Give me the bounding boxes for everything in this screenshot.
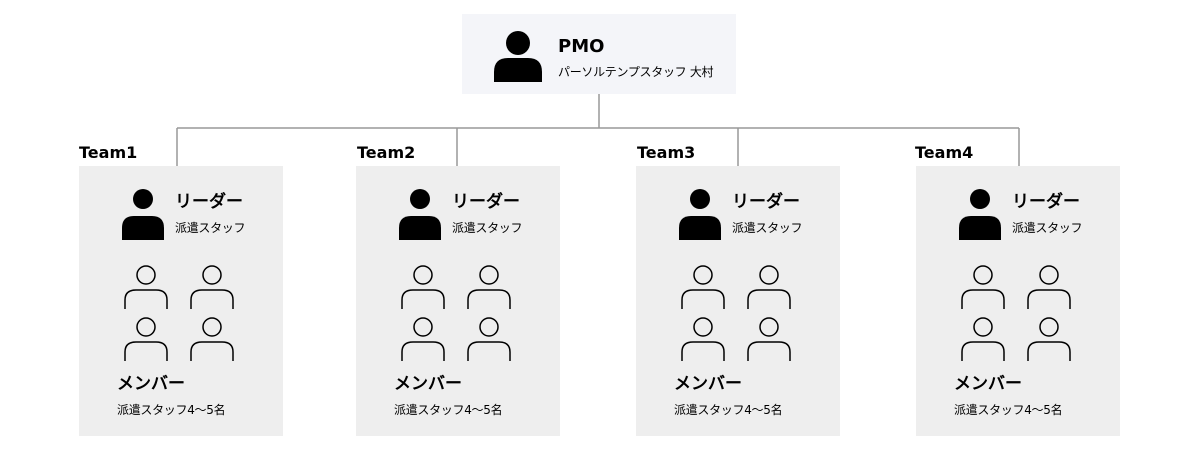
member-subtitle: 派遣スタッフ4～5名	[674, 403, 783, 417]
person-outline-icon	[1027, 317, 1071, 361]
team-box-1: リーダー 派遣スタッフ メンバー 派遣スタッフ4～5名	[79, 166, 283, 436]
team-box-2: リーダー 派遣スタッフ メンバー 派遣スタッフ4～5名	[356, 166, 560, 436]
person-filled-icon	[494, 31, 542, 82]
leader-title: リーダー	[1012, 192, 1080, 212]
person-outline-icon	[961, 317, 1005, 361]
person-outline-icon	[401, 265, 445, 309]
person-filled-icon	[679, 189, 721, 240]
person-outline-icon	[681, 317, 725, 361]
member-subtitle: 派遣スタッフ4～5名	[954, 403, 1063, 417]
member-title: メンバー	[117, 374, 185, 394]
person-outline-icon	[190, 265, 234, 309]
member-title: メンバー	[954, 374, 1022, 394]
team-box-3: リーダー 派遣スタッフ メンバー 派遣スタッフ4～5名	[636, 166, 840, 436]
person-outline-icon	[681, 265, 725, 309]
person-outline-icon	[1027, 265, 1071, 309]
person-filled-icon	[122, 189, 164, 240]
member-subtitle: 派遣スタッフ4～5名	[117, 403, 226, 417]
member-title: メンバー	[674, 374, 742, 394]
leader-subtitle: 派遣スタッフ	[452, 221, 523, 235]
leader-subtitle: 派遣スタッフ	[1012, 221, 1083, 235]
person-outline-icon	[190, 317, 234, 361]
team-label-3: Team3	[637, 143, 696, 162]
leader-title: リーダー	[452, 192, 520, 212]
member-title: メンバー	[394, 374, 462, 394]
person-outline-icon	[467, 317, 511, 361]
pmo-node: PMO パーソルテンプスタッフ 大村	[462, 14, 736, 94]
pmo-title: PMO	[558, 36, 605, 57]
leader-title: リーダー	[175, 192, 243, 212]
member-subtitle: 派遣スタッフ4～5名	[394, 403, 503, 417]
team-label-4: Team4	[915, 143, 974, 162]
person-outline-icon	[124, 265, 168, 309]
person-outline-icon	[747, 317, 791, 361]
team-label-2: Team2	[357, 143, 416, 162]
person-outline-icon	[401, 317, 445, 361]
leader-subtitle: 派遣スタッフ	[175, 221, 246, 235]
team-label-1: Team1	[79, 143, 138, 162]
leader-title: リーダー	[732, 192, 800, 212]
person-outline-icon	[961, 265, 1005, 309]
person-outline-icon	[747, 265, 791, 309]
team-box-4: リーダー 派遣スタッフ メンバー 派遣スタッフ4～5名	[916, 166, 1120, 436]
pmo-subtitle: パーソルテンプスタッフ 大村	[558, 65, 714, 79]
person-outline-icon	[467, 265, 511, 309]
leader-subtitle: 派遣スタッフ	[732, 221, 803, 235]
person-filled-icon	[959, 189, 1001, 240]
person-filled-icon	[399, 189, 441, 240]
person-outline-icon	[124, 317, 168, 361]
